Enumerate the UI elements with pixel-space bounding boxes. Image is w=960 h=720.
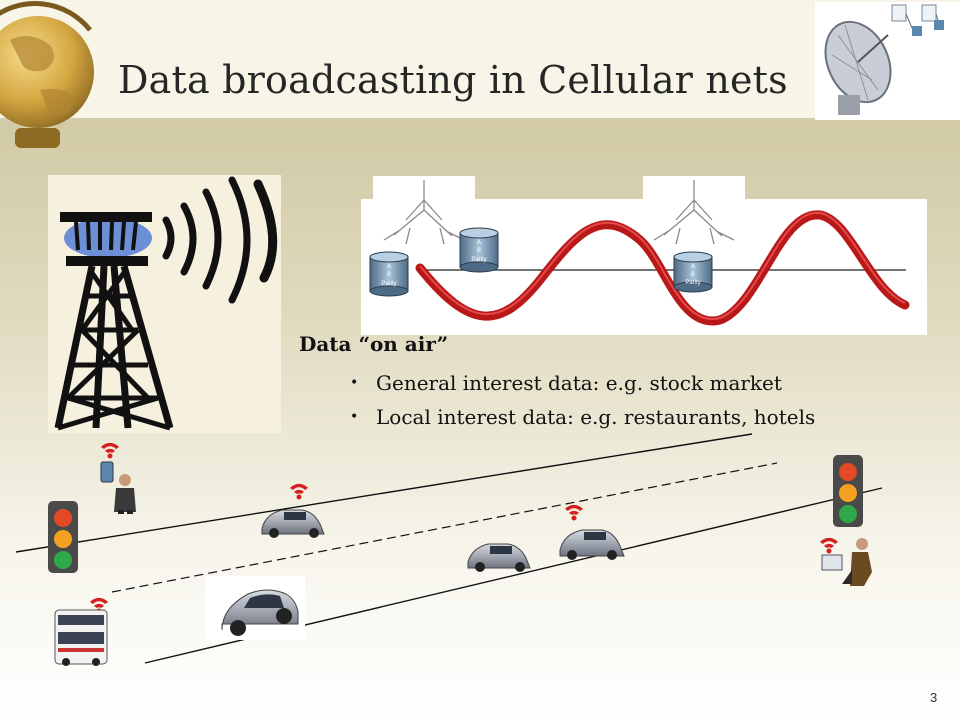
antenna-tower-illustration [48, 175, 281, 433]
database-icon: A B Parity [459, 227, 499, 273]
broadcast-wave [415, 210, 910, 326]
satellite-dish-icon [815, 2, 960, 120]
car-icon [261, 509, 325, 538]
bullet-text: General interest data: e.g. stock market [376, 371, 782, 395]
page-number: 3 [930, 690, 938, 705]
data-tree-icon [643, 176, 745, 250]
road-center-dashed [111, 462, 778, 593]
svg-text:B: B [691, 272, 695, 278]
svg-text:Parity: Parity [685, 280, 700, 286]
svg-text:A: A [691, 264, 695, 270]
svg-text:A: A [477, 240, 481, 246]
traffic-light-icon [48, 501, 78, 573]
double-decker-bus-icon [54, 609, 108, 666]
broadcast-data-wave-illustration: A B Parity A B Parity A B Parity [361, 176, 927, 335]
db-label-b: B [387, 272, 391, 278]
wireless-signal-icon [90, 442, 838, 614]
data-tree-icon [373, 176, 475, 250]
section-heading: Data “on air” [299, 332, 449, 356]
title-band [0, 0, 960, 122]
database-icon: A B Parity [369, 251, 409, 297]
database-icon: A B Parity [673, 251, 713, 293]
car-icon [467, 543, 531, 572]
bullet-item: • General interest data: e.g. stock marke… [350, 371, 782, 395]
bullet-item: • Local interest data: e.g. restaurants, … [350, 405, 815, 429]
bullet-dot-icon: • [350, 409, 359, 425]
title-band-edge [0, 118, 960, 122]
bullet-dot-icon: • [350, 375, 359, 391]
db-label-parity: Parity [381, 281, 396, 287]
car-icon [559, 529, 625, 560]
svg-text:B: B [477, 248, 481, 254]
person-with-laptop-icon [821, 538, 872, 586]
bullet-text: Local interest data: e.g. restaurants, h… [376, 405, 816, 429]
car-icon [205, 576, 305, 640]
person-with-phone-icon [100, 461, 136, 514]
slide-title: Data broadcasting in Cellular nets [118, 58, 788, 102]
db-label-a: A [387, 264, 391, 270]
globe-icon [0, 1, 94, 148]
road-edge-top [15, 433, 753, 553]
traffic-light-icon [833, 455, 863, 527]
svg-text:Parity: Parity [471, 257, 486, 263]
